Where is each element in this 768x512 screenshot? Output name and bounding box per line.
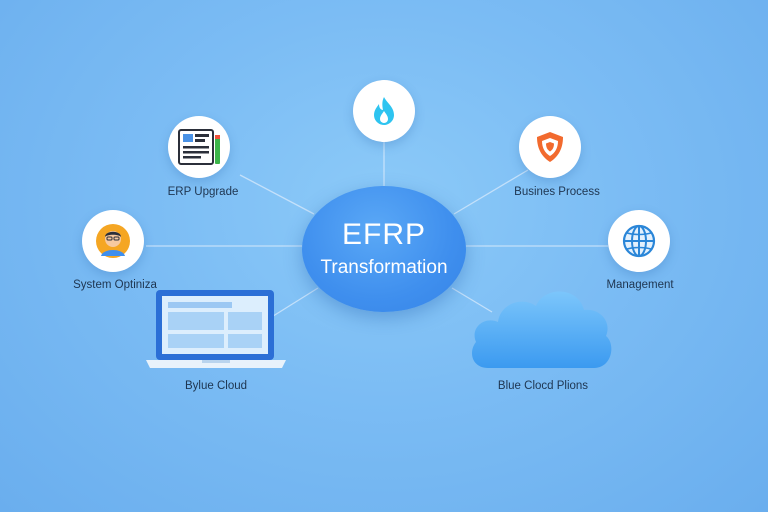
erp-transformation-hub: EFRP Transformation	[302, 186, 466, 312]
node-erp-upgrade	[168, 116, 230, 178]
flame-icon	[374, 97, 394, 125]
label-laptop: Bylue Cloud	[184, 380, 248, 392]
connector-business-process	[453, 169, 529, 215]
connector-erp-upgrade	[239, 174, 315, 215]
document-icon	[178, 129, 220, 165]
hub-title: EFRP	[341, 218, 426, 251]
node-flame	[353, 80, 415, 142]
node-management	[608, 210, 670, 272]
connector-laptop	[269, 287, 319, 319]
hub-subtitle: Transformation	[320, 257, 448, 278]
label-erp-upgrade: ERP Upgrade	[167, 186, 239, 198]
globe-icon	[622, 224, 656, 258]
label-business-process: Busines Process	[514, 186, 600, 198]
node-system-optimization	[82, 210, 144, 272]
laptop-icon	[146, 290, 286, 368]
user-avatar-icon	[96, 224, 130, 258]
label-management: Management	[606, 279, 674, 291]
node-business-process	[519, 116, 581, 178]
cloud-icon	[472, 291, 612, 368]
connector-cloud	[451, 287, 493, 313]
label-system-optimization: System Optiniza	[73, 279, 157, 291]
shield-icon	[537, 132, 563, 162]
label-cloud: Blue Clocd Plions	[497, 380, 589, 392]
